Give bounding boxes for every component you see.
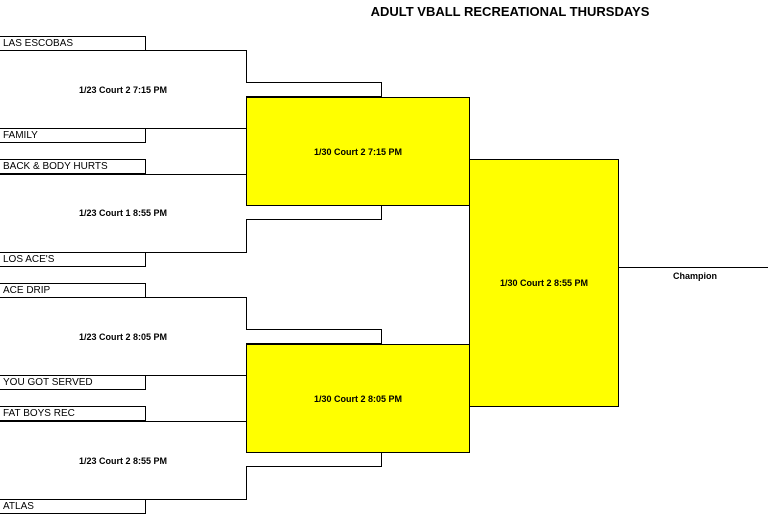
round1-match-3-label: 1/23 Court 2 8:05 PM bbox=[78, 332, 168, 342]
team-slot: BACK & BODY HURTS bbox=[0, 159, 146, 174]
round2-match-2-box: 1/30 Court 2 8:05 PM bbox=[246, 344, 470, 453]
team-slot: LAS ESCOBAS bbox=[0, 36, 146, 51]
team-slot: YOU GOT SERVED bbox=[0, 375, 146, 390]
round1-match-2-label: 1/23 Court 1 8:55 PM bbox=[78, 208, 168, 218]
round2-slot bbox=[246, 452, 382, 467]
team-slot: FAT BOYS REC bbox=[0, 406, 146, 421]
round1-match-4-label: 1/23 Court 2 8:55 PM bbox=[78, 456, 168, 466]
final-match-label: 1/30 Court 2 8:55 PM bbox=[499, 278, 589, 288]
round2-slot bbox=[246, 329, 382, 344]
champion-line bbox=[618, 267, 768, 268]
round2-match-1-label: 1/30 Court 2 7:15 PM bbox=[313, 147, 403, 157]
champion-label: Champion bbox=[673, 271, 717, 281]
round2-match-1-box: 1/30 Court 2 7:15 PM bbox=[246, 97, 470, 206]
round2-slot bbox=[246, 205, 382, 220]
bracket-title: ADULT VBALL RECREATIONAL THURSDAYS bbox=[370, 4, 650, 19]
round2-slot bbox=[246, 82, 382, 97]
team-slot: ACE DRIP bbox=[0, 283, 146, 298]
team-slot: ATLAS bbox=[0, 499, 146, 514]
team-slot: LOS ACE'S bbox=[0, 252, 146, 267]
round2-match-2-label: 1/30 Court 2 8:05 PM bbox=[313, 394, 403, 404]
round1-match-1-label: 1/23 Court 2 7:15 PM bbox=[78, 85, 168, 95]
team-slot: FAMILY bbox=[0, 128, 146, 143]
final-match-box: 1/30 Court 2 8:55 PM bbox=[469, 159, 619, 407]
